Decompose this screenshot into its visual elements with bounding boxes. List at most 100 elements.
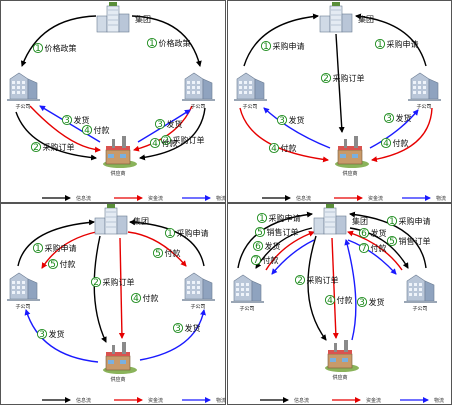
step-text: 付款: [162, 138, 178, 148]
svg-text:物流: 物流: [216, 397, 226, 404]
step-text: 价格政策: [159, 38, 191, 48]
step-number-circle: [154, 118, 166, 130]
step-text: 采购申请: [387, 39, 419, 49]
p1-arrow-order-right: [139, 107, 206, 161]
p2-arrow-pay-right: [371, 107, 433, 163]
p2-step-order: 2 采购订单: [320, 72, 365, 84]
p1-arrow-ship-right: [137, 109, 191, 143]
step-number: 4: [271, 144, 277, 154]
step-number: 7: [253, 256, 259, 266]
step-number-circle: [250, 254, 262, 266]
step-text: 付款: [60, 259, 76, 269]
p2-legend-info: 信息流: [262, 195, 311, 202]
step-text: 发货: [74, 115, 90, 125]
p4-arrow-req-right: [349, 211, 427, 269]
p2-arrow-ship-left: [263, 107, 331, 149]
step-number: 5: [50, 260, 56, 270]
p3-arrow-pay-supplier: [118, 237, 125, 339]
step-number: 1: [149, 39, 155, 49]
step-text: 采购订单: [307, 275, 339, 285]
step-number: 6: [361, 229, 367, 239]
step-number-circle: [268, 142, 280, 154]
step-text: 采购申请: [399, 216, 431, 226]
step-number-circle: [260, 40, 272, 52]
p3-step-pay-left: 5 付款: [47, 258, 76, 270]
step-number-circle: [172, 322, 184, 334]
p4-subsidiary-right-label: 子公司: [412, 305, 427, 312]
step-text: 采购订单: [333, 73, 365, 83]
svg-text:资金流: 资金流: [368, 195, 383, 202]
p1-arrow-policy-right: [131, 15, 202, 67]
step-text: 采购订单: [173, 135, 205, 145]
p1-group-node-label: 集团: [135, 14, 151, 24]
svg-text:资金流: 资金流: [148, 195, 163, 202]
p4-supplier-node-label: 供应商: [332, 374, 347, 381]
step-number: 4: [152, 139, 158, 149]
p2-subsidiary-right-label: 子公司: [416, 103, 431, 110]
p4-step-pay7-left: 7 付款: [250, 254, 279, 266]
p2-legend-fund: 资金流: [334, 195, 383, 202]
step-number-circle: [149, 137, 161, 149]
step-text: 销售订单: [399, 236, 431, 246]
step-text: 价格政策: [45, 43, 77, 53]
svg-text:资金流: 资金流: [148, 397, 163, 404]
step-number-circle: [146, 37, 158, 49]
p1-arrow-order-left: [15, 111, 97, 161]
p3-arrow-ship-right: [139, 309, 206, 361]
step-number: 3: [157, 120, 163, 130]
step-number-circle: [358, 242, 370, 254]
p3-subsidiary-right-label: 子公司: [190, 303, 205, 310]
svg-text:物流: 物流: [436, 195, 446, 202]
p2-supplier-node-label: 供应商: [342, 170, 357, 177]
p2-group-node: 集团: [319, 2, 374, 33]
p3-subsidiary-right: 子公司: [182, 272, 215, 310]
step-number-circle: [386, 235, 398, 247]
step-number-circle: [374, 38, 386, 50]
step-number: 3: [39, 330, 45, 340]
step-number: 7: [361, 244, 367, 254]
p2-arrow-req-left: [243, 13, 319, 67]
step-number: 6: [255, 242, 261, 252]
step-text: 采购申请: [273, 41, 305, 51]
p2-subsidiary-right: 子公司: [408, 72, 441, 110]
step-text: 采购订单: [43, 142, 75, 152]
step-text: 发货: [49, 329, 65, 339]
step-number: 2: [323, 74, 329, 84]
p1-arrow-pay-left: [29, 105, 101, 153]
step-number: 5: [155, 249, 161, 259]
p4-legend-info: 信息流: [260, 397, 309, 404]
p3-subsidiary-left-label: 子公司: [15, 303, 30, 310]
step-number-circle: [380, 137, 392, 149]
step-text: 付款: [263, 255, 279, 265]
step-number-circle: [152, 247, 164, 259]
p2-supplier-node: 供应商: [335, 136, 369, 177]
p3-group-node: 集团: [94, 204, 149, 235]
step-number: 2: [93, 278, 99, 288]
p4-arrow-ship6-right: [347, 239, 397, 275]
p4-arrow-order: [307, 235, 327, 341]
step-number-circle: [358, 227, 370, 239]
p2-group-node-label: 集团: [358, 14, 374, 24]
svg-text:信息流: 信息流: [76, 397, 91, 404]
step-number: 5: [257, 228, 263, 238]
p2-arrow-pay-left: [239, 107, 329, 163]
p3-arrow-req-right: [129, 219, 205, 267]
step-number-circle: [32, 42, 44, 54]
p2-arrow-req-right: [355, 13, 427, 67]
p2-legend-logistics: 物流: [402, 195, 446, 202]
p1-supplier-node: 供应商: [103, 136, 137, 177]
p1-group-node: 集团: [96, 2, 151, 33]
p4-arrow-pay-supplier: [331, 237, 339, 339]
